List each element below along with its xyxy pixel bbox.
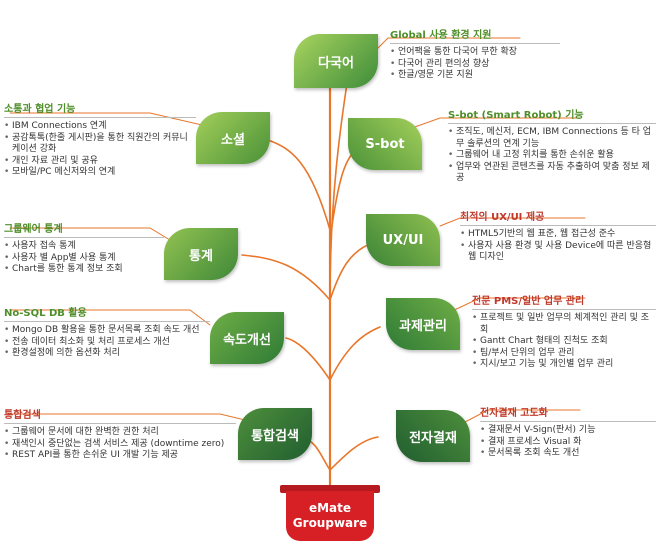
divider: [4, 321, 210, 322]
item-list: 그룹웨어 문서에 대한 완벽한 권한 처리 재색인시 중단없는 검색 서비스 제…: [4, 427, 236, 462]
item-list: IBM Connections 연계 공감톡톡(한줄 게시판)을 통한 직원간의…: [4, 121, 196, 179]
list-item: 환경설정에 의한 옵션화 처리: [4, 348, 210, 360]
list-item: 개인 자료 관리 및 공유: [4, 156, 196, 168]
pointer-approval: [464, 409, 581, 423]
list-item: HTML5기반의 웹 표준, 웹 접근성 준수: [460, 229, 656, 241]
list-item: IBM Connections 연계: [4, 121, 196, 133]
pointer-uxui: [439, 217, 586, 227]
pointer-stats: [9, 227, 171, 241]
leaf-global: 다국어: [294, 34, 378, 88]
section-title: S-bot (Smart Robot) 기능: [448, 110, 584, 121]
list-item: 조직도, 메신저, ECM, IBM Connections 등 타 업무 솔루…: [448, 127, 656, 150]
list-item: 그룹웨어 문서에 대한 완벽한 권한 처리: [4, 427, 236, 439]
section-uxui: 최적의 UX/UI 제공 HTML5기반의 웹 표준, 웹 접근성 준수 사용자…: [460, 208, 656, 264]
leaf-approval: 전자결재: [396, 410, 470, 462]
list-item: Gantt Chart 형태의 진척도 조회: [472, 336, 656, 348]
list-item: 프로젝트 및 일반 업무의 체계적인 관리 및 조회: [472, 313, 656, 336]
list-item: Chart를 통한 통계 정보 조회: [4, 264, 164, 276]
section-search: 통합검색 그룹웨어 문서에 대한 완벽한 권한 처리 재색인시 중단없는 검색 …: [4, 406, 236, 462]
section-stats: 그룹웨어 통계 사용자 접속 통계 사용자 별 App별 사용 통계 Chart…: [4, 220, 164, 276]
divider: [460, 225, 656, 226]
section-title: Global 사용 환경 지원: [390, 30, 492, 41]
list-item: 문서목록 조회 속도 개선: [480, 448, 656, 460]
section-project: 전문 PMS/일반 업무 관리 프로젝트 및 일반 업무의 체계적인 관리 및 …: [472, 292, 656, 371]
pot-label-line1: eMate: [308, 501, 352, 515]
list-item: 다국어 관리 편의성 향상: [390, 59, 560, 71]
section-approval: 전자결재 고도화 결재문서 V-Sign(판서) 기능 결재 프로세스 Visu…: [480, 404, 656, 460]
list-item: Mongo DB 활용을 통한 문서목록 조회 속도 개선: [4, 325, 210, 337]
item-list: 사용자 접속 통계 사용자 별 App별 사용 통계 Chart를 통한 통계 …: [4, 241, 164, 276]
list-item: REST API를 통한 손쉬운 UI 개발 기능 제공: [4, 450, 236, 462]
list-item: 전송 데이터 최소화 및 처리 프로세스 개선: [4, 337, 210, 349]
branch-social: [267, 139, 331, 231]
list-item: 한글/영문 기본 지원: [390, 70, 560, 82]
section-social: 소통과 협업 기능 IBM Connections 연계 공감톡톡(한줄 게시판…: [4, 100, 196, 179]
list-item: 결재문서 V-Sign(판서) 기능: [480, 425, 656, 437]
branch-approval: [329, 436, 379, 471]
list-item: 언어팩을 통한 다국어 무한 확장: [390, 47, 560, 59]
list-item: 공감톡톡(한줄 게시판)을 통한 직원간의 커뮤니케이션 강화: [4, 133, 196, 156]
item-list: 언어팩을 통한 다국어 무한 확장 다국어 관리 편의성 향상 한글/영문 기본…: [390, 47, 560, 82]
pointer-project: [449, 297, 586, 313]
item-list: 결재문서 V-Sign(판서) 기능 결재 프로세스 Visual 화 문서목록…: [480, 425, 656, 460]
section-title: 전문 PMS/일반 업무 관리: [472, 296, 585, 307]
list-item: 사용자 사용 환경 및 사용 Device에 따른 반응형 웹 디자인: [460, 241, 656, 264]
pot: eMate Groupware: [280, 485, 380, 543]
list-item: 결재 프로세스 Visual 화: [480, 437, 656, 449]
list-item: 재색인시 중단없는 검색 서비스 제공 (downtime zero): [4, 439, 236, 451]
list-item: 사용자 별 App별 사용 통계: [4, 253, 164, 265]
item-list: HTML5기반의 웹 표준, 웹 접근성 준수 사용자 사용 환경 및 사용 D…: [460, 229, 656, 264]
pointer-speed: [9, 309, 211, 326]
list-item: 업무와 연관된 콘텐츠를 자동 추출하여 맞춤 정보 제공: [448, 162, 656, 185]
leaf-stats: 통계: [164, 228, 238, 280]
divider: [4, 423, 236, 424]
leaf-project: 과제관리: [386, 298, 460, 350]
branch-stats: [241, 254, 331, 301]
divider: [4, 117, 196, 118]
list-item: 지시/보고 기능 및 개인별 업무 관리: [472, 359, 656, 371]
pointer-sbot: [411, 117, 581, 129]
branch-speed: [285, 337, 331, 381]
item-list: Mongo DB 활용을 통한 문서목록 조회 속도 개선 전송 데이터 최소화…: [4, 325, 210, 360]
divider: [4, 237, 164, 238]
list-item: 모바일/PC 메신저와의 연계: [4, 167, 196, 179]
pointer-search: [9, 413, 246, 421]
pot-label-line2: Groupware: [292, 516, 368, 530]
leaf-speed: 속도개선: [210, 312, 284, 364]
divider: [480, 421, 656, 422]
divider: [448, 123, 656, 124]
list-item: 사용자 접속 통계: [4, 241, 164, 253]
pot-rim: [280, 485, 380, 493]
section-speed: No-SQL DB 활용 Mongo DB 활용을 통한 문서목록 조회 속도 …: [4, 304, 210, 360]
divider: [472, 309, 656, 310]
item-list: 프로젝트 및 일반 업무의 체계적인 관리 및 조회 Gantt Chart 형…: [472, 313, 656, 371]
list-item: 팀/부서 단위의 업무 관리: [472, 348, 656, 360]
divider: [390, 43, 560, 44]
section-title: 최적의 UX/UI 제공: [460, 212, 545, 223]
section-title: 소통과 협업 기능: [4, 104, 76, 115]
section-title: No-SQL DB 활용: [4, 308, 87, 319]
section-global: Global 사용 환경 지원 언어팩을 통한 다국어 무한 확장 다국어 관리…: [390, 26, 560, 82]
item-list: 조직도, 메신저, ECM, IBM Connections 등 타 업무 솔루…: [448, 127, 656, 185]
branch-project: [329, 326, 381, 381]
section-title: 그룹웨어 통계: [4, 224, 63, 235]
leaf-social: 소셜: [196, 112, 270, 164]
leaf-sbot: S-bot: [348, 118, 422, 170]
leaf-uxui: UX/UI: [366, 214, 440, 266]
section-title: 통합검색: [4, 410, 41, 421]
pot-bowl: eMate Groupware: [286, 491, 374, 541]
list-item: 그룹웨어 내 고정 위치를 통한 손쉬운 활용: [448, 150, 656, 162]
section-sbot: S-bot (Smart Robot) 기능 조직도, 메신저, ECM, IB…: [448, 106, 656, 185]
leaf-search: 통합검색: [238, 408, 312, 460]
section-title: 전자결재 고도화: [480, 408, 548, 419]
